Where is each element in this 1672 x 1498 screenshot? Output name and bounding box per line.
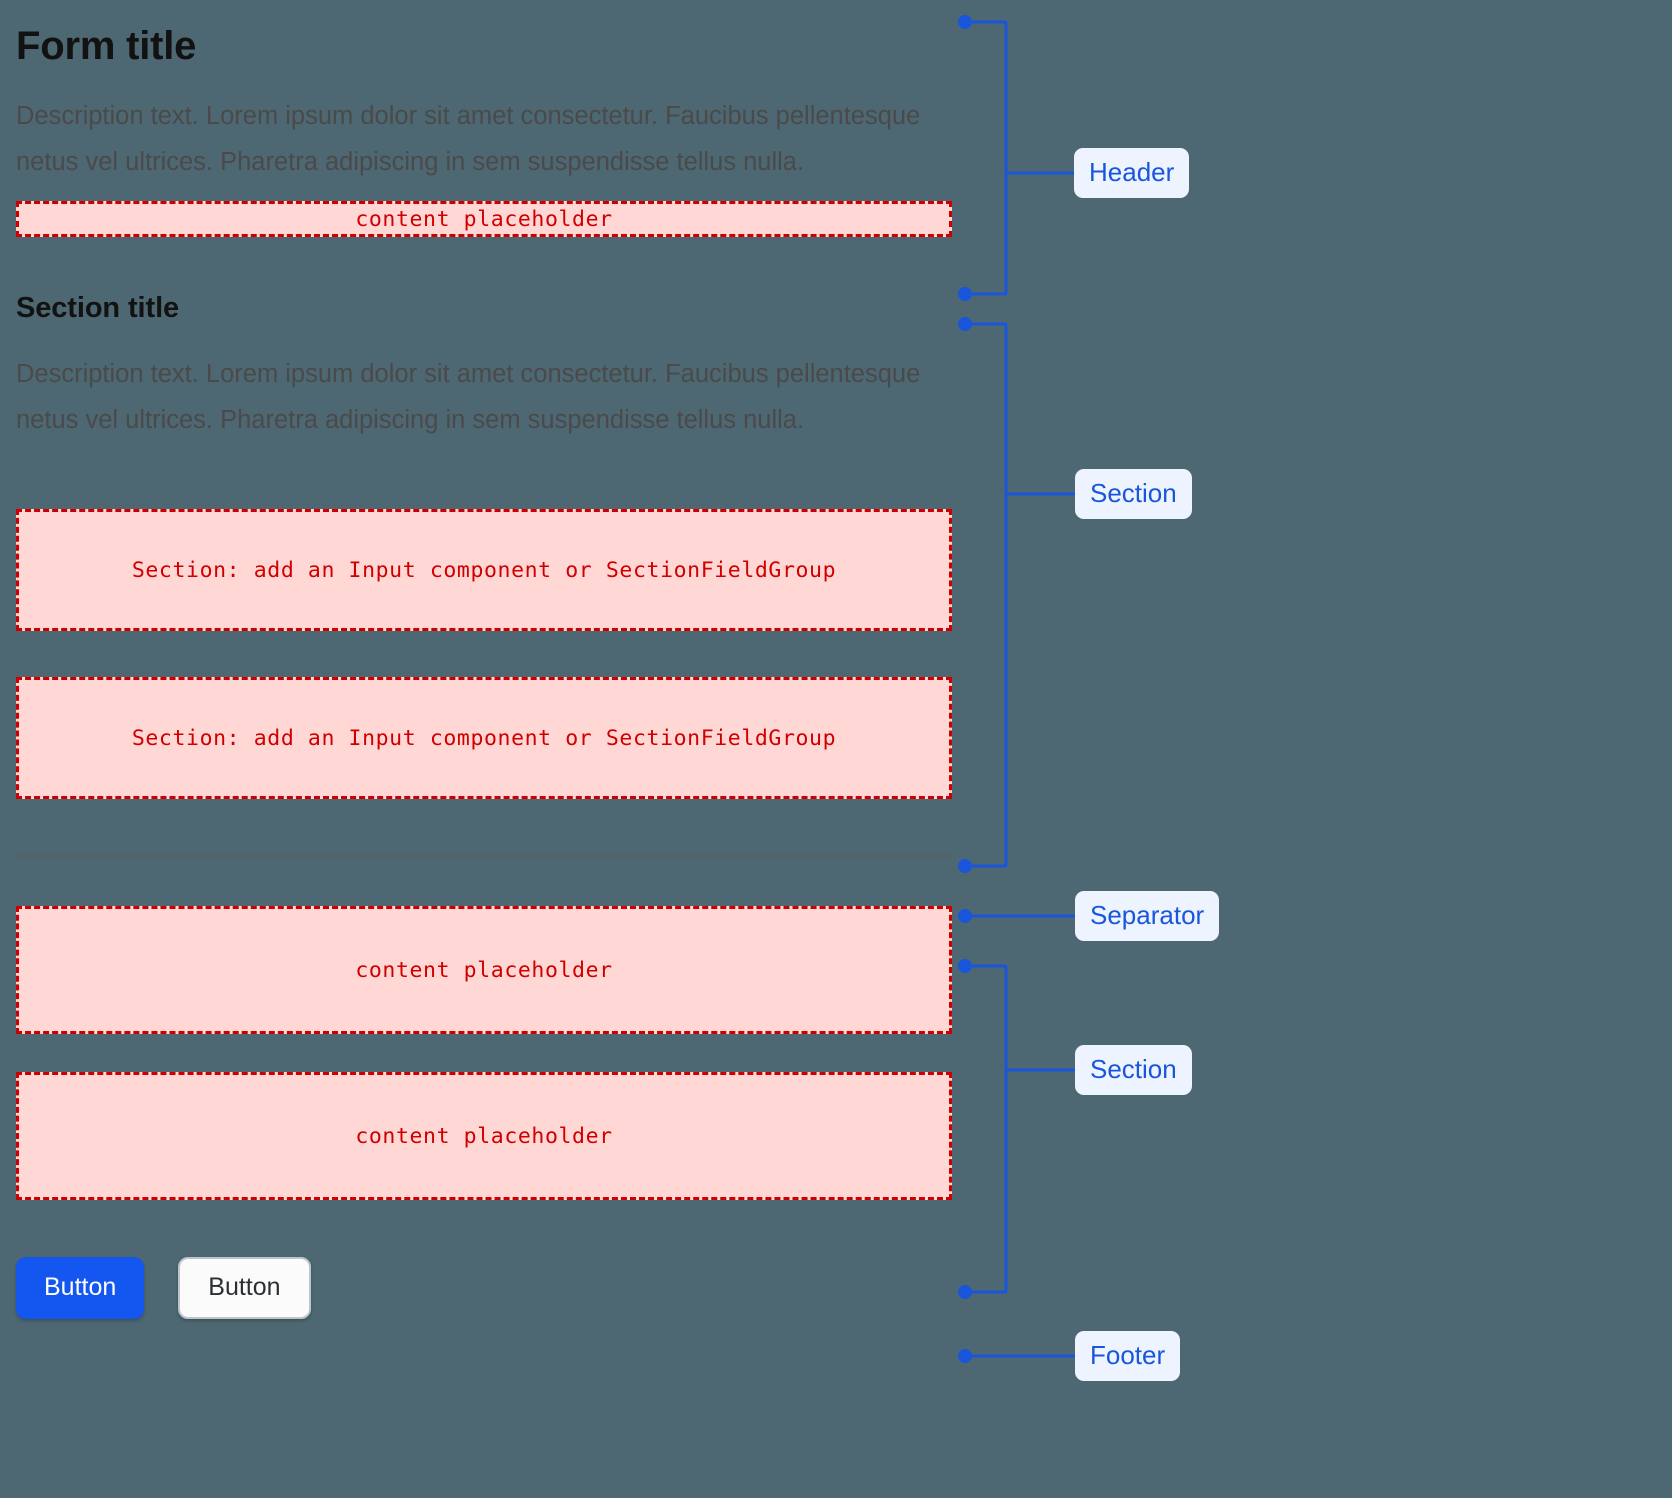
annotation-dot-header-bottom — [958, 287, 972, 301]
annotation-connector-section-two-bottom — [965, 1290, 1007, 1294]
annotation-chip-section-two[interactable]: Section — [1075, 1045, 1192, 1095]
form-separator — [16, 855, 952, 858]
header-content-placeholder: content placeholder — [16, 201, 952, 237]
annotation-dot-section-one-top — [958, 317, 972, 331]
annotation-leader-footer — [965, 1354, 1077, 1358]
form-header: Form title Description text. Lorem ipsum… — [16, 0, 952, 237]
annotation-connector-section-one-bottom — [965, 864, 1007, 868]
annotation-connector-section-two-top — [965, 964, 1007, 968]
form-section-one: Section title Description text. Lorem ip… — [16, 290, 952, 800]
annotation-stem-section-two — [1004, 966, 1008, 1292]
annotation-leader-separator — [965, 914, 1077, 918]
annotation-dot-section-one-bottom — [958, 859, 972, 873]
secondary-button[interactable]: Button — [178, 1257, 311, 1320]
primary-button[interactable]: Button — [16, 1257, 145, 1320]
annotation-leader-section-two — [1006, 1068, 1076, 1072]
annotation-stem-section-one — [1004, 324, 1008, 866]
annotation-dot-section-two-top — [958, 959, 972, 973]
section-two-placeholder-2: content placeholder — [16, 1072, 952, 1201]
section-field-placeholder-1: Section: add an Input component or Secti… — [16, 509, 952, 632]
annotation-connector-header-top — [965, 20, 1007, 24]
annotation-leader-header — [1006, 171, 1074, 175]
annotation-dot-section-two-bottom — [958, 1285, 972, 1299]
annotation-chip-section-one[interactable]: Section — [1075, 469, 1192, 519]
section-title: Section title — [16, 292, 180, 324]
form-section-two: content placeholder content placeholder — [16, 906, 952, 1201]
annotation-connector-section-one-top — [965, 322, 1007, 326]
section-field-placeholder-2: Section: add an Input component or Secti… — [16, 677, 952, 800]
section-two-placeholder-1: content placeholder — [16, 906, 952, 1035]
form-column: Form title Description text. Lorem ipsum… — [16, 0, 952, 1320]
page-title: Form title — [16, 24, 197, 68]
annotation-dot-separator — [958, 909, 972, 923]
form-footer: Button Button — [16, 1257, 952, 1320]
form-header-description: Description text. Lorem ipsum dolor sit … — [16, 102, 921, 176]
annotation-leader-section-one — [1006, 492, 1076, 496]
annotation-stem-header — [1004, 22, 1008, 294]
annotation-chip-header[interactable]: Header — [1074, 148, 1190, 198]
annotation-chip-footer[interactable]: Footer — [1075, 1331, 1181, 1381]
annotation-dot-header-top — [958, 15, 972, 29]
annotation-connector-header-bottom — [965, 292, 1007, 296]
annotation-dot-footer — [958, 1349, 972, 1363]
section-one-description: Description text. Lorem ipsum dolor sit … — [16, 360, 921, 435]
annotation-chip-separator[interactable]: Separator — [1075, 891, 1220, 941]
